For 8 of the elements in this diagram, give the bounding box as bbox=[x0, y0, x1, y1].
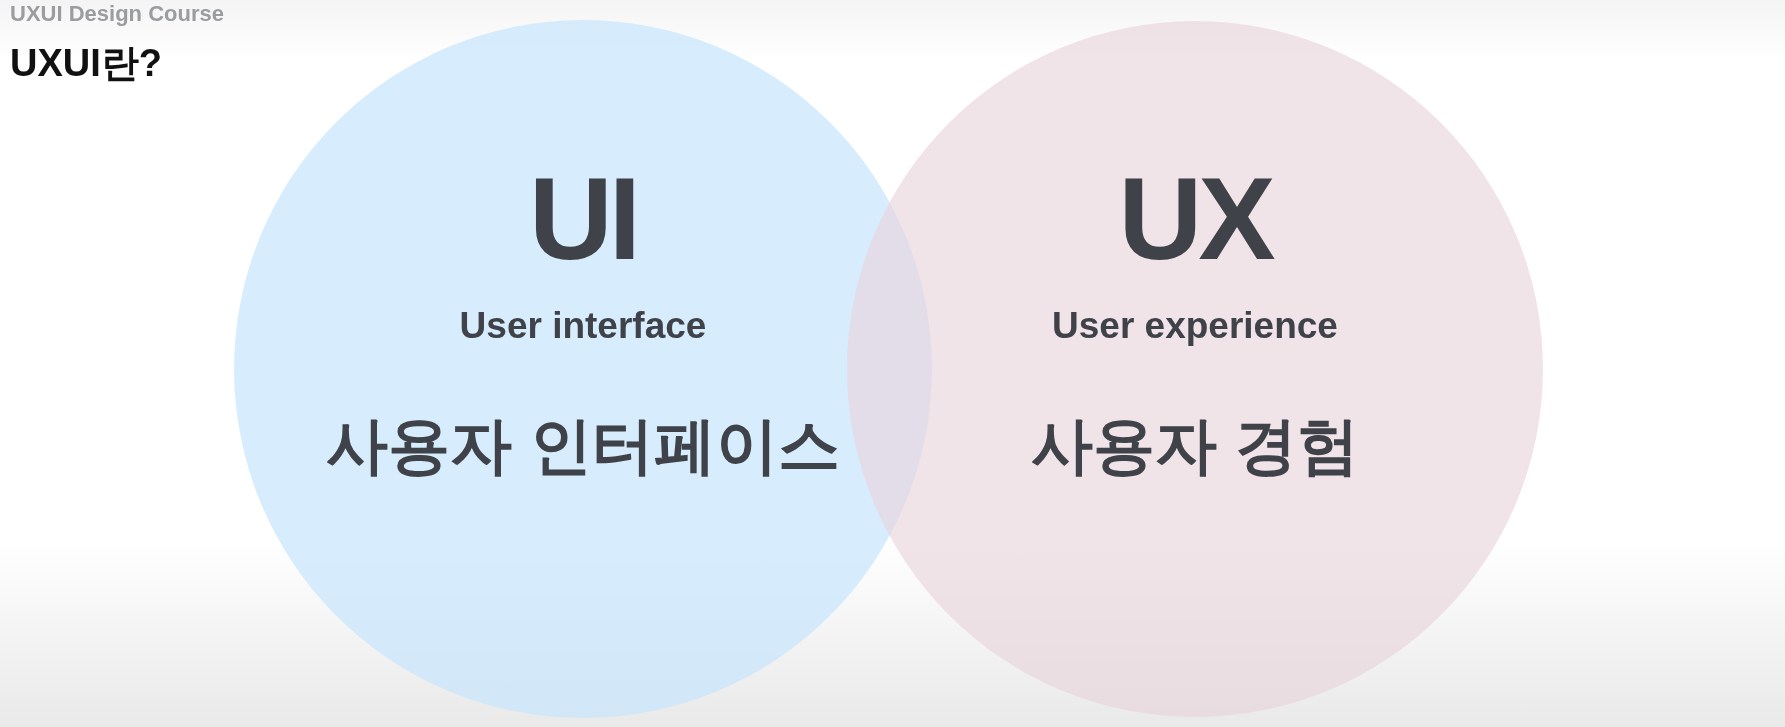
heading-text: UI bbox=[529, 160, 637, 277]
slide-title: UXUI란? bbox=[10, 41, 162, 86]
description-text: 사용자 경험 bbox=[1031, 414, 1359, 477]
subtitle-text: User interface bbox=[459, 306, 707, 344]
description-text: 사용자 인터페이스 bbox=[326, 414, 840, 477]
course-label: UXUI Design Course bbox=[10, 1, 224, 27]
heading-text: UX bbox=[1118, 161, 1272, 278]
subtitle-text: User experience bbox=[1052, 306, 1338, 344]
